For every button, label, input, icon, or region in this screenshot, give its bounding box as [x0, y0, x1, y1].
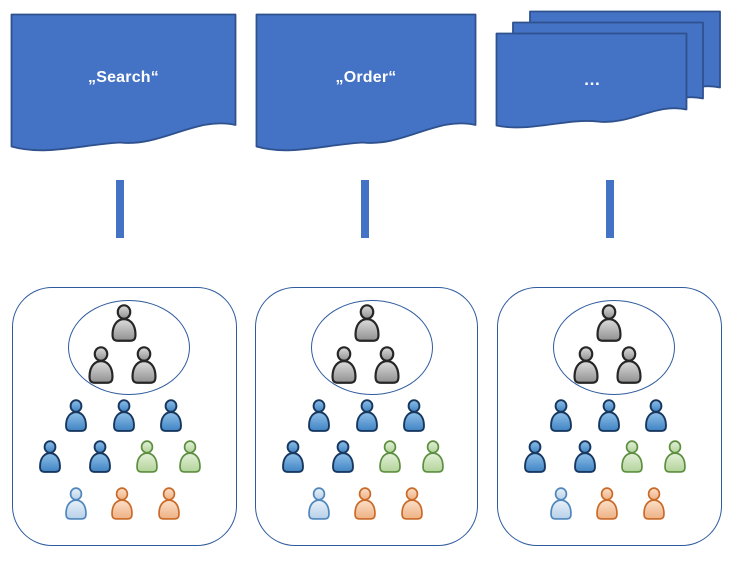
person-icon-blue: [113, 399, 135, 432]
person-icon-orange: [158, 487, 180, 520]
person-icon-blue: [282, 440, 304, 473]
highlight-ellipse: [311, 300, 433, 395]
person-icon-blue: [332, 440, 354, 473]
person-icon-green: [621, 440, 643, 473]
person-icon-green: [664, 440, 686, 473]
person-icon-orange: [401, 487, 423, 520]
highlight-ellipse: [553, 300, 675, 395]
person-icon-gray: [616, 346, 642, 384]
document-wave-icon: [10, 13, 237, 152]
highlight-ellipse: [68, 300, 190, 395]
user-group-card: [255, 287, 478, 546]
multidocument-shape-more: …: [495, 10, 722, 135]
person-icon-blue: [524, 440, 546, 473]
connector-bar: [116, 180, 124, 238]
multidocument-stack-icon: [495, 10, 721, 129]
person-icon-orange: [643, 487, 665, 520]
person-icon-blue: [403, 399, 425, 432]
person-icon-green: [379, 440, 401, 473]
person-icon-lightblue: [550, 487, 572, 520]
person-icon-gray: [111, 304, 137, 342]
person-icon-green: [179, 440, 201, 473]
document-shape-order: „Order“: [255, 13, 477, 158]
person-icon-blue: [550, 399, 572, 432]
document-wave-icon: [255, 13, 477, 152]
user-group-card: [497, 287, 722, 546]
person-icon-gray: [374, 346, 400, 384]
person-icon-gray: [131, 346, 157, 384]
document-label-order: „Order“: [335, 69, 397, 86]
person-icon-blue: [65, 399, 87, 432]
connector-bar: [606, 180, 614, 238]
connector-bar: [361, 180, 369, 238]
person-icon-orange: [596, 487, 618, 520]
person-icon-lightblue: [308, 487, 330, 520]
person-icon-gray: [596, 304, 622, 342]
person-icon-green: [422, 440, 444, 473]
person-icon-blue: [308, 399, 330, 432]
document-label-more: …: [583, 70, 603, 89]
person-icon-blue: [356, 399, 378, 432]
person-icon-gray: [331, 346, 357, 384]
person-icon-lightblue: [65, 487, 87, 520]
person-icon-blue: [39, 440, 61, 473]
person-icon-orange: [111, 487, 133, 520]
person-icon-blue: [89, 440, 111, 473]
user-group-card: [12, 287, 237, 546]
person-icon-gray: [573, 346, 599, 384]
document-label-search: „Search“: [88, 69, 159, 86]
person-icon-green: [136, 440, 158, 473]
document-shape-search: „Search“: [10, 13, 237, 158]
person-icon-blue: [645, 399, 667, 432]
person-icon-blue: [598, 399, 620, 432]
person-icon-blue: [160, 399, 182, 432]
person-icon-gray: [354, 304, 380, 342]
person-icon-gray: [88, 346, 114, 384]
person-icon-blue: [574, 440, 596, 473]
person-icon-orange: [354, 487, 376, 520]
